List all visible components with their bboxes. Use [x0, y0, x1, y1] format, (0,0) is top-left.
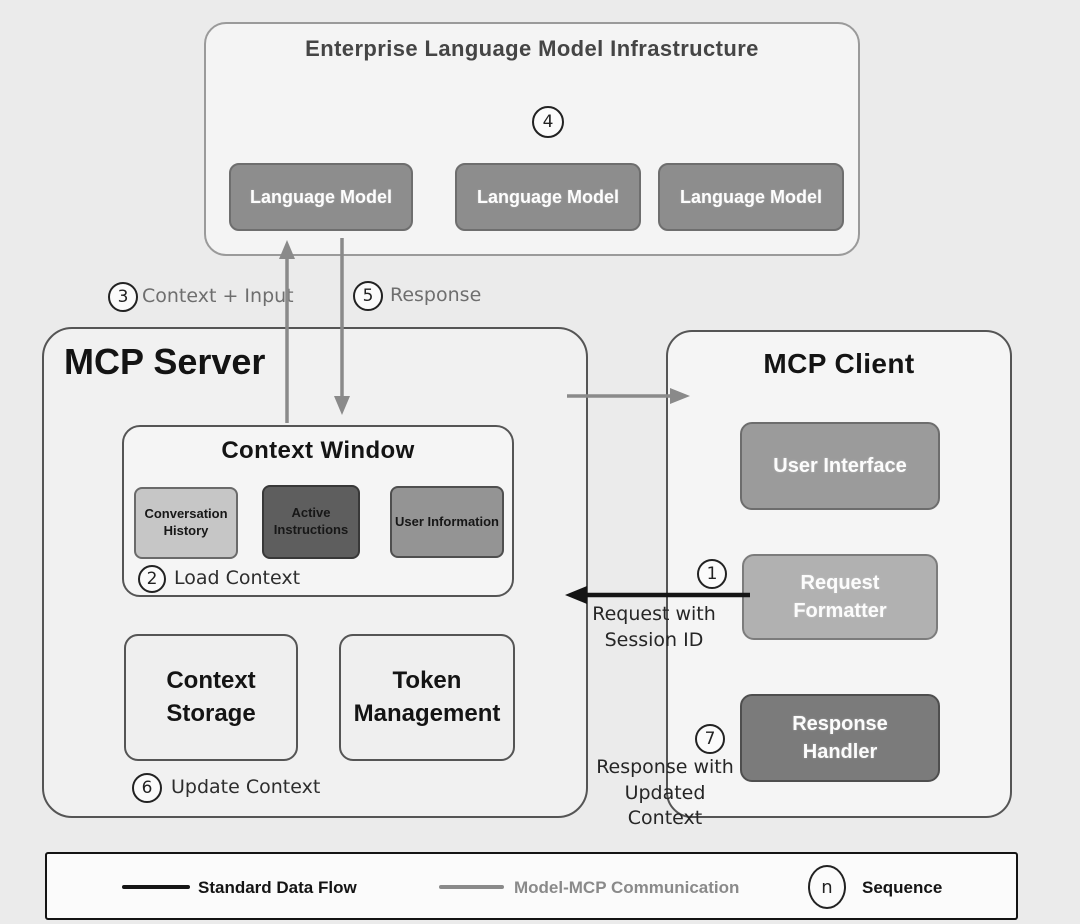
sequence-badge-5: 5	[353, 281, 383, 311]
language-model-box-3: Language Model	[658, 163, 844, 231]
sequence-badge-3: 3	[108, 282, 138, 312]
sequence-badge-4: 4	[532, 106, 564, 138]
legend-panel: Standard Data Flow Model-MCP Communicati…	[45, 852, 1018, 920]
context-window-panel: Context Window Conversation History Acti…	[122, 425, 514, 597]
response-note-line1: Response with	[596, 756, 734, 778]
mcp-server-panel: MCP Server Context Window Conversation H…	[42, 327, 588, 818]
flow-label-response: Response	[390, 284, 482, 306]
response-with-updated-context-note: Response with Updated Context	[590, 755, 740, 832]
token-management-module: Token Management	[339, 634, 515, 761]
conversation-history-chip: Conversation History	[134, 487, 238, 559]
enterprise-infrastructure-title: Enterprise Language Model Infrastructure	[305, 36, 759, 61]
response-handler-block: Response Handler	[740, 694, 940, 782]
model-mcp-communication-label: Model-MCP Communication	[514, 878, 740, 897]
user-interface-block: User Interface	[740, 422, 940, 510]
sequence-label: Sequence	[862, 878, 943, 897]
request-formatter-block: Request Formatter	[742, 554, 938, 640]
language-model-box-2: Language Model	[455, 163, 641, 231]
model-mcp-communication-line-swatch	[439, 885, 504, 889]
request-note-line2: Session ID	[604, 628, 704, 651]
standard-data-flow-label: Standard Data Flow	[198, 878, 357, 897]
sequence-badge-6: 6	[132, 773, 162, 803]
load-context-label: Load Context	[174, 567, 301, 589]
response-note-line2: Updated Context	[624, 781, 706, 830]
active-instructions-chip: Active Instructions	[262, 485, 360, 559]
sequence-badge-1: 1	[697, 559, 727, 589]
standard-data-flow-line-swatch	[122, 885, 190, 889]
enterprise-infrastructure-panel: Enterprise Language Model Infrastructure…	[204, 22, 860, 256]
update-context-label: Update Context	[171, 776, 321, 798]
mcp-client-title: MCP Client	[763, 348, 915, 379]
language-model-box-1: Language Model	[229, 163, 413, 231]
sequence-badge-7: 7	[695, 724, 725, 754]
context-window-title: Context Window	[221, 437, 415, 464]
mcp-client-panel: MCP Client User Interface 1 Request Form…	[666, 330, 1012, 818]
user-information-chip: User Information	[390, 486, 504, 558]
request-note-line1: Request with	[592, 603, 716, 625]
flow-label-context-input: Context + Input	[142, 285, 294, 307]
request-with-session-id-note: Request with Session ID	[584, 602, 724, 653]
mcp-server-title: MCP Server	[64, 341, 266, 382]
context-storage-module: Context Storage	[124, 634, 298, 761]
sequence-badge-2: 2	[138, 565, 166, 593]
sequence-n-circle: n	[808, 865, 846, 909]
